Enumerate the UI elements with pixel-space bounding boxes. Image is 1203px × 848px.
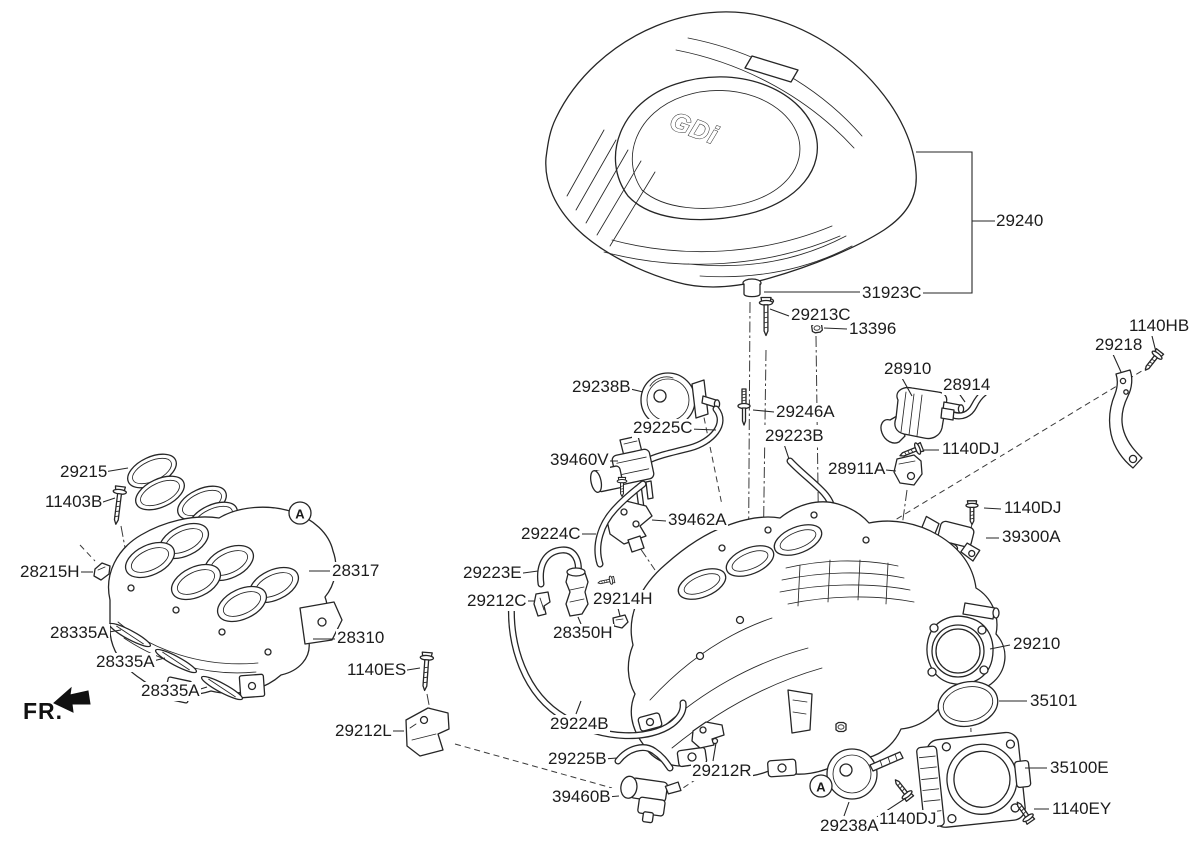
nut-manifold — [835, 721, 847, 733]
valve-28910 — [880, 386, 965, 444]
front-direction-arrow — [53, 686, 91, 713]
actuator-29238a — [826, 748, 904, 800]
hose-29223e — [536, 546, 582, 588]
view-marker-a-right: A — [809, 774, 833, 798]
bolt-11403b — [108, 485, 128, 526]
bracket-29218 — [1108, 369, 1143, 469]
upper-intake-manifold — [627, 501, 1006, 778]
front-direction-label: FR. — [23, 698, 64, 724]
lower-intake-manifold — [107, 506, 343, 704]
bolt-1140dj-2 — [965, 500, 979, 526]
leader-lines — [76, 151, 1157, 818]
nut-13396 — [810, 322, 824, 334]
svg-text:A: A — [816, 780, 826, 795]
bolt-29213c — [758, 296, 774, 337]
solenoid-39460v — [590, 435, 655, 510]
solenoid-39460b — [620, 775, 682, 824]
engine-cover: GDi — [545, 11, 917, 288]
bolt-1140hb — [1140, 347, 1166, 375]
bracket-29212r — [691, 721, 725, 749]
throttle-body-35100e — [916, 731, 1032, 828]
clip-28215h — [93, 562, 111, 581]
bracket-29212l — [405, 707, 450, 757]
bracket-28911a — [893, 454, 923, 486]
gasket-28335a-2 — [154, 648, 198, 674]
oring-35101 — [937, 680, 999, 728]
connector-29212c — [533, 591, 551, 617]
clip-29214h — [612, 614, 629, 629]
gasket-28335a-3 — [200, 675, 244, 701]
svg-text:A: A — [295, 507, 305, 522]
view-marker-a-left: A — [288, 501, 312, 525]
hose-29225c — [643, 405, 724, 465]
stud-29246a — [737, 388, 751, 426]
fitting-28350h — [565, 567, 589, 617]
bolt-1140es — [417, 651, 435, 692]
bolt-29212c-small — [596, 574, 616, 588]
gasket-28335a-1 — [108, 622, 152, 648]
actuator-29238b — [640, 372, 721, 428]
hose-29225b — [614, 744, 674, 772]
hose-29224c — [594, 480, 647, 568]
bolt-1140dj-3 — [890, 775, 916, 803]
